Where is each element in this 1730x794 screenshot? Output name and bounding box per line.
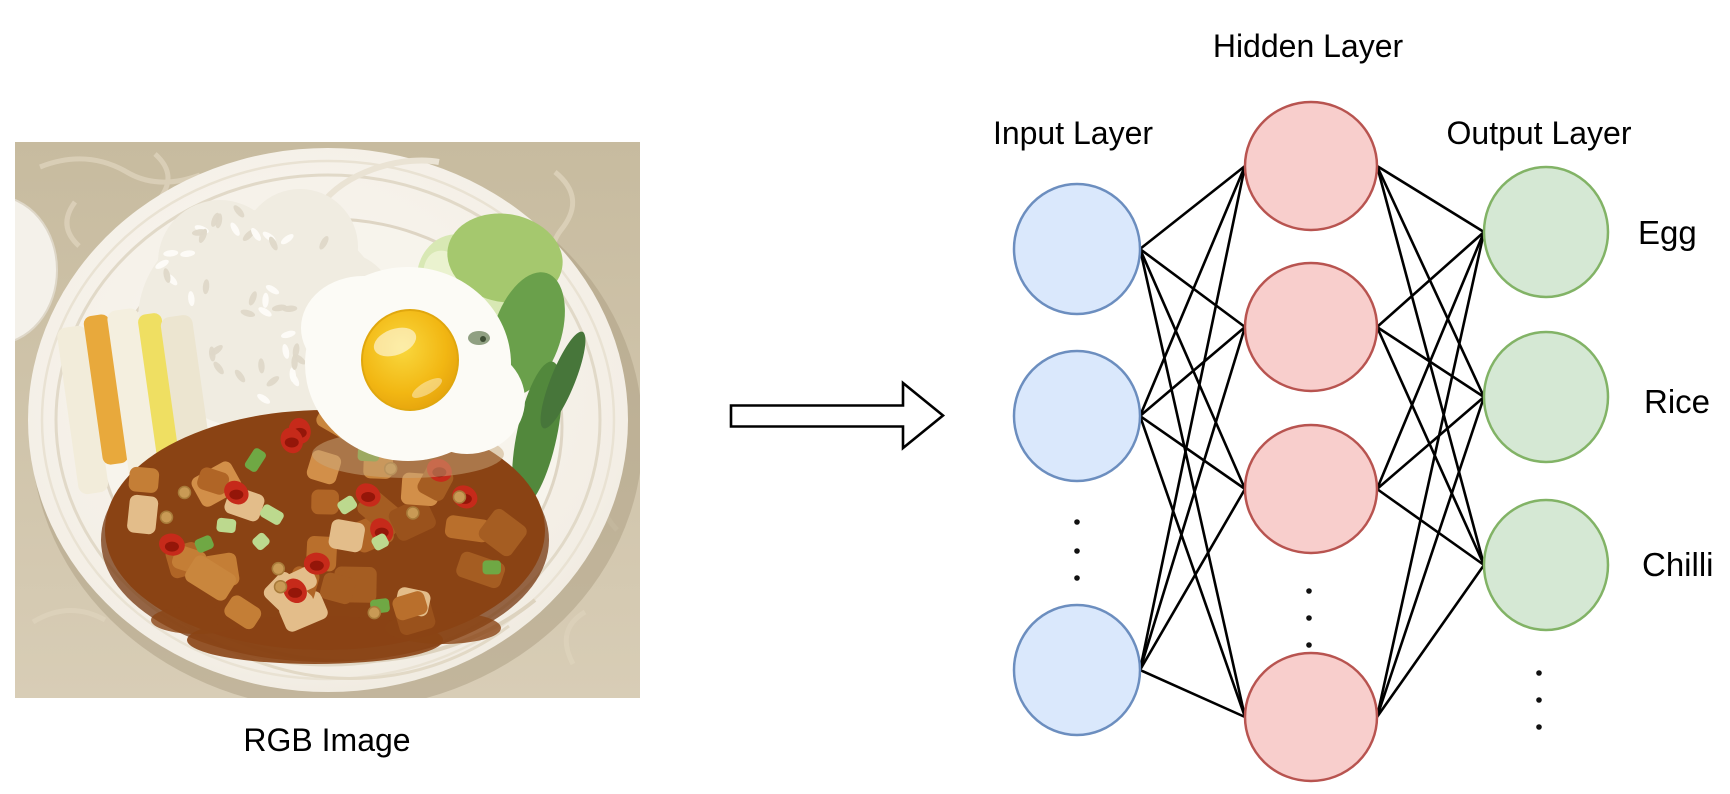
- ellipsis-dots: [1074, 519, 1542, 730]
- input-ellipsis-dot-2: [1074, 548, 1080, 554]
- edge-input-hidden: [1139, 326, 1246, 417]
- hidden-node-3: [1243, 423, 1379, 555]
- output-node-1: [1482, 165, 1610, 299]
- edge-input-hidden: [1138, 326, 1247, 671]
- output-ellipsis-dot-2: [1536, 697, 1542, 703]
- input-layer-label: Input Layer: [992, 115, 1154, 151]
- edge-input-hidden: [1138, 248, 1247, 718]
- right-arrow-icon: [729, 380, 946, 451]
- network-nodes: [1012, 100, 1610, 783]
- edge-hidden-output: [1375, 564, 1486, 718]
- hidden-layer-label: Hidden Layer: [1212, 28, 1404, 64]
- edge-hidden-output: [1375, 396, 1486, 718]
- output-ellipsis-dot-1: [1536, 670, 1542, 676]
- hidden-ellipsis-dot-2: [1306, 615, 1312, 621]
- edge-hidden-output: [1376, 164, 1485, 234]
- edge-input-hidden: [1139, 414, 1246, 491]
- edge-hidden-output: [1376, 396, 1485, 490]
- edge-hidden-output: [1375, 326, 1486, 566]
- edge-hidden-output: [1375, 231, 1486, 718]
- hidden-node-2: [1243, 261, 1379, 393]
- edge-input-hidden: [1138, 165, 1247, 417]
- saucer: [15, 198, 58, 342]
- hidden-node-1: [1243, 100, 1379, 232]
- input-node-2: [1012, 349, 1142, 483]
- edge-input-hidden: [1139, 668, 1246, 719]
- edge-hidden-output: [1376, 487, 1485, 567]
- hidden-ellipsis-dot-1: [1306, 588, 1312, 594]
- edge-input-hidden: [1138, 248, 1247, 490]
- output-label-rice: Rice: [1644, 383, 1711, 420]
- input-node-1: [1012, 182, 1142, 316]
- edge-hidden-output: [1375, 165, 1486, 566]
- chilli-chicken: [101, 397, 549, 664]
- rgb-food-image: [15, 142, 640, 698]
- edge-hidden-output: [1375, 165, 1486, 398]
- hidden-ellipsis-dot-3: [1306, 642, 1312, 648]
- rgb-image-caption: RGB Image: [243, 722, 411, 758]
- input-ellipsis-dot-1: [1074, 519, 1080, 525]
- input-ellipsis-dot-3: [1074, 575, 1080, 581]
- edge-hidden-output: [1376, 231, 1485, 328]
- output-label-egg: Egg: [1638, 214, 1697, 251]
- edge-input-hidden: [1138, 165, 1247, 671]
- edge-input-hidden: [1138, 488, 1247, 671]
- edge-input-hidden: [1138, 415, 1247, 718]
- fried-egg: [301, 267, 525, 478]
- network-edges: [1138, 164, 1486, 719]
- output-ellipsis-dot-3: [1536, 724, 1542, 730]
- output-label-chilli: Chilli: [1642, 546, 1714, 583]
- output-node-2: [1482, 330, 1610, 464]
- edge-hidden-output: [1375, 231, 1486, 490]
- edge-input-hidden: [1139, 164, 1246, 251]
- output-layer-label: Output Layer: [1446, 115, 1632, 151]
- input-node-3: [1012, 603, 1142, 737]
- output-node-3: [1482, 498, 1610, 632]
- hidden-node-4: [1243, 651, 1379, 783]
